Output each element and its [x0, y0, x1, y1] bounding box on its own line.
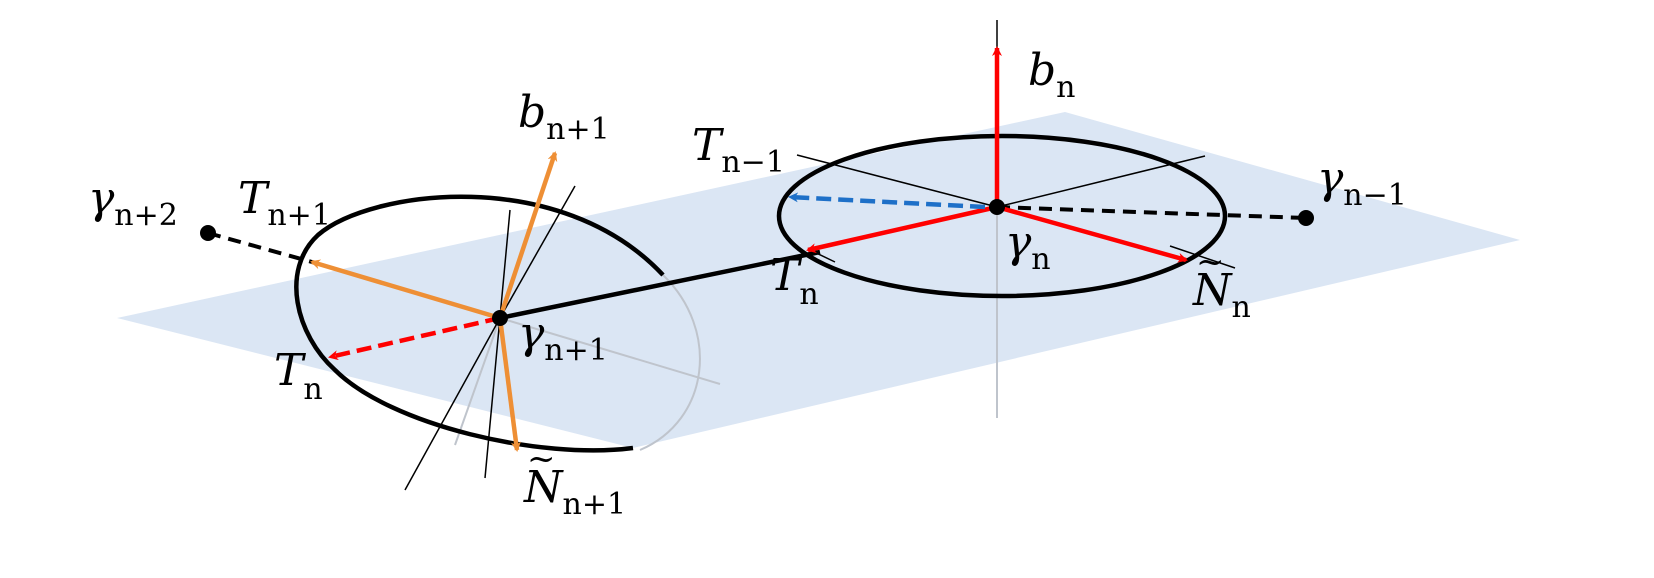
label-t-n-right: Tn	[770, 250, 819, 312]
label-gamma-n-plus-2: γn+2	[88, 173, 178, 233]
point-gamma-n	[989, 199, 1005, 215]
label-t-n-left: Tn	[274, 345, 323, 407]
label-t-n-minus-1: Tn−1	[692, 120, 785, 180]
point-gamma-n-plus-1	[492, 310, 508, 326]
vector-n-tilde-n	[996, 204, 1188, 263]
label-n-tilde-n: Nn	[1192, 265, 1251, 325]
right-circle	[776, 133, 1228, 299]
dashed-to-gamma-n-plus-2	[207, 231, 313, 264]
vector-b-n-plus-1	[497, 151, 558, 319]
vector-t-n-minus-1	[788, 192, 986, 210]
vector-t-n-plus-1	[310, 259, 501, 321]
label-b-n-plus-1: bn+1	[518, 87, 610, 147]
vector-n-tilde-n-plus-1	[497, 317, 521, 452]
label-b-n: bn	[1028, 45, 1076, 105]
left-circle	[294, 194, 665, 453]
label-gamma-n: γn	[1005, 217, 1051, 277]
ghost-lines	[454, 200, 998, 451]
point-gamma-n-minus-1	[1298, 210, 1314, 226]
label-gamma-n-plus-1: γn+1	[518, 308, 608, 368]
label-gamma-n-minus-1: γn−1	[1317, 153, 1407, 213]
point-gamma-n-plus-2	[200, 225, 216, 241]
tilde-n-tilde-n: ~	[1196, 242, 1225, 282]
label-t-n-plus-1: Tn+1	[238, 173, 331, 233]
vector-t-n-right	[806, 204, 998, 254]
label-n-tilde-n-plus-1: Nn+1	[523, 462, 626, 522]
osculating-plane	[117, 112, 1520, 448]
tilde-n-tilde-n-plus-1: ~	[527, 439, 556, 479]
dashed-to-gamma-n-minus-1	[996, 205, 1307, 220]
vector-t-n-left	[328, 315, 501, 361]
curve-segment	[499, 249, 821, 321]
